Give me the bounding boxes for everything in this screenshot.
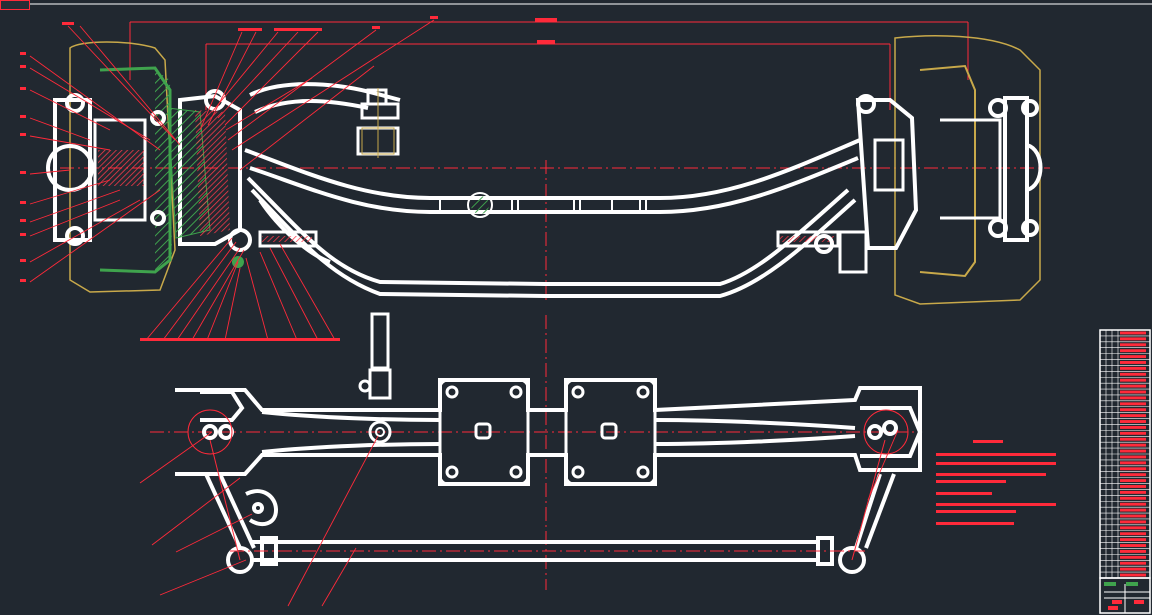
parts-list-row-text xyxy=(1120,443,1146,447)
beam-center-details xyxy=(439,192,647,218)
plan-leaders xyxy=(139,429,899,607)
parts-list-row-text xyxy=(1120,502,1146,506)
parts-list-row-text xyxy=(1120,520,1146,524)
parts-list-row-text xyxy=(1120,461,1146,465)
title-block-text xyxy=(1126,582,1138,586)
parts-list-row-text xyxy=(1120,555,1146,559)
tie-rod-assembly xyxy=(204,473,896,574)
parts-list-row-text xyxy=(1120,372,1146,376)
parts-list-row-text xyxy=(1120,549,1146,553)
title-block-text xyxy=(1134,600,1144,604)
knuckle-plan xyxy=(200,390,923,458)
parts-list-row-text xyxy=(1120,567,1146,571)
spring-pads xyxy=(438,378,657,486)
parts-list-row-text xyxy=(1120,349,1146,353)
parts-list-row-text xyxy=(1120,496,1146,500)
title-block-text xyxy=(1112,600,1122,604)
parts-list-row-text xyxy=(1120,508,1146,512)
parts-list-row-text xyxy=(1120,425,1146,429)
parts-list-row-text xyxy=(1120,390,1146,394)
axle-beam xyxy=(244,82,861,298)
front-view-axle xyxy=(20,16,1050,341)
parts-list-row-text xyxy=(1120,396,1146,400)
dimension-text-2 xyxy=(537,40,555,44)
parts-list-row-text xyxy=(1120,414,1146,418)
parts-list-row-text xyxy=(1120,378,1146,382)
dimension-lines xyxy=(129,21,969,110)
parts-list-row-text xyxy=(1120,538,1146,542)
technical-notes xyxy=(936,440,1056,525)
parts-list-row-text xyxy=(1120,526,1146,530)
title-block-text xyxy=(1108,606,1118,610)
parts-list-table xyxy=(1099,329,1151,614)
sheet-tag xyxy=(0,0,30,10)
parts-list-row-text xyxy=(1120,490,1146,494)
parts-list-row-text xyxy=(1120,467,1146,471)
parts-list-row-text xyxy=(1120,337,1146,341)
parts-list-row-text xyxy=(1120,544,1146,547)
dimension-text-1 xyxy=(535,18,557,22)
parts-list-row-text xyxy=(1120,514,1146,518)
plan-view-axle xyxy=(139,312,923,607)
left-wheel-hub xyxy=(46,41,176,293)
right-wheel-hub xyxy=(894,35,1043,305)
steering-arm-dashed xyxy=(361,88,395,158)
kingpin-circle-left xyxy=(187,409,233,455)
left-steering-knuckle xyxy=(167,89,318,268)
parts-list-row-text xyxy=(1120,473,1146,477)
kingpin-circle-right xyxy=(863,409,909,455)
parts-list-row-text xyxy=(1120,449,1146,453)
title-block-text xyxy=(1104,582,1116,586)
parts-list-row-text xyxy=(1120,532,1146,536)
parts-list-row-text xyxy=(1120,366,1146,370)
parts-list-row-text xyxy=(1120,420,1146,423)
parts-list-row-text xyxy=(1120,355,1146,359)
parts-list-row-text xyxy=(1120,573,1146,577)
parts-list-row-text xyxy=(1120,561,1146,565)
parts-list-row-text xyxy=(1120,455,1146,459)
parts-list-row-text xyxy=(1120,402,1146,406)
leader-lines xyxy=(29,19,435,341)
parts-list-row-text xyxy=(1120,479,1146,483)
parts-list-row-text xyxy=(1120,431,1146,435)
leader-balloons xyxy=(20,16,438,341)
parts-list-row-text xyxy=(1120,331,1146,335)
tie-rod-centerline xyxy=(209,439,886,561)
parts-list-row-text xyxy=(1120,408,1146,412)
drag-link xyxy=(358,312,392,444)
parts-list-row-text xyxy=(1120,361,1146,364)
parts-list-row-text xyxy=(1120,343,1146,347)
parts-list-row-text xyxy=(1120,485,1146,488)
parts-list-row-text xyxy=(1120,384,1146,388)
right-steering-knuckle xyxy=(776,94,919,274)
parts-list-row-text xyxy=(1120,437,1146,441)
